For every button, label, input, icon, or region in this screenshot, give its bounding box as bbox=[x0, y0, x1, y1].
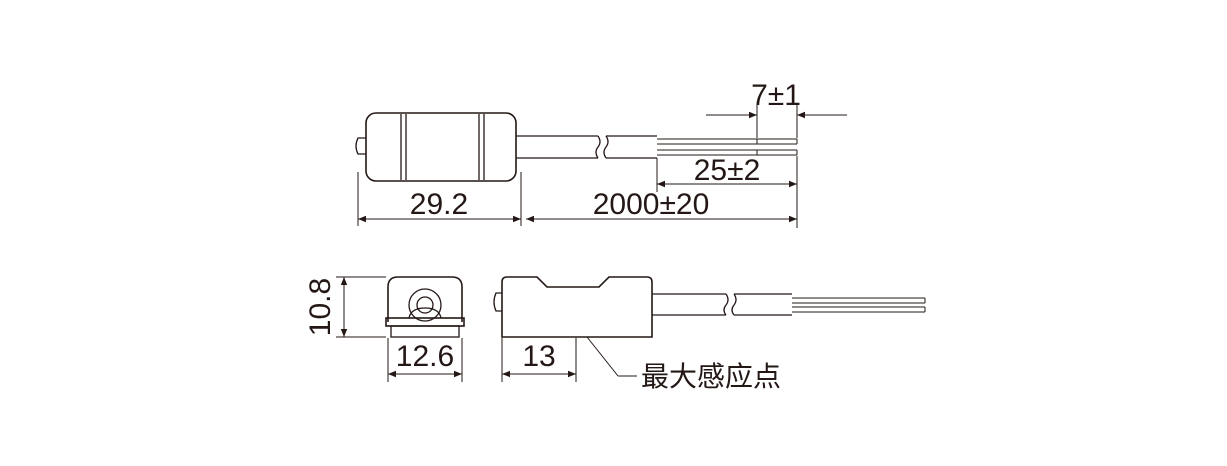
dim-width-label: 12.6 bbox=[396, 340, 454, 373]
dim-height: 10.8 bbox=[304, 276, 386, 338]
dim-cable-length-label: 2000±20 bbox=[593, 188, 710, 221]
dim-width: 12.6 bbox=[387, 338, 463, 382]
front-view: 10.8 12.6 bbox=[304, 276, 465, 382]
dim-wire-strip: 7±1 bbox=[706, 79, 847, 138]
max-sensing-point-leader: 最大感应点 bbox=[586, 336, 781, 392]
dim-wire-split-label: 25±2 bbox=[694, 154, 761, 187]
cable-side bbox=[652, 293, 926, 316]
dim-sensing-offset-label: 13 bbox=[522, 340, 555, 373]
side-view: 13 最大感应点 bbox=[493, 276, 926, 392]
dim-body-length: 29.2 bbox=[357, 172, 522, 226]
sensor-body-top bbox=[355, 112, 517, 182]
dim-wire-split: 25±2 bbox=[656, 154, 798, 228]
dim-body-length-label: 29.2 bbox=[410, 188, 468, 221]
dim-wire-strip-label: 7±1 bbox=[751, 79, 801, 112]
sensor-body-side bbox=[493, 276, 653, 338]
top-view: 7±1 25±2 29.2 2000±20 bbox=[355, 79, 847, 228]
dim-height-label: 10.8 bbox=[304, 278, 337, 336]
cable-top bbox=[516, 135, 798, 159]
dim-cable-length: 2000±20 bbox=[526, 188, 797, 223]
dim-sensing-offset: 13 bbox=[501, 338, 577, 382]
sensor-body-front bbox=[385, 276, 465, 338]
max-sensing-point-label: 最大感应点 bbox=[641, 361, 781, 392]
